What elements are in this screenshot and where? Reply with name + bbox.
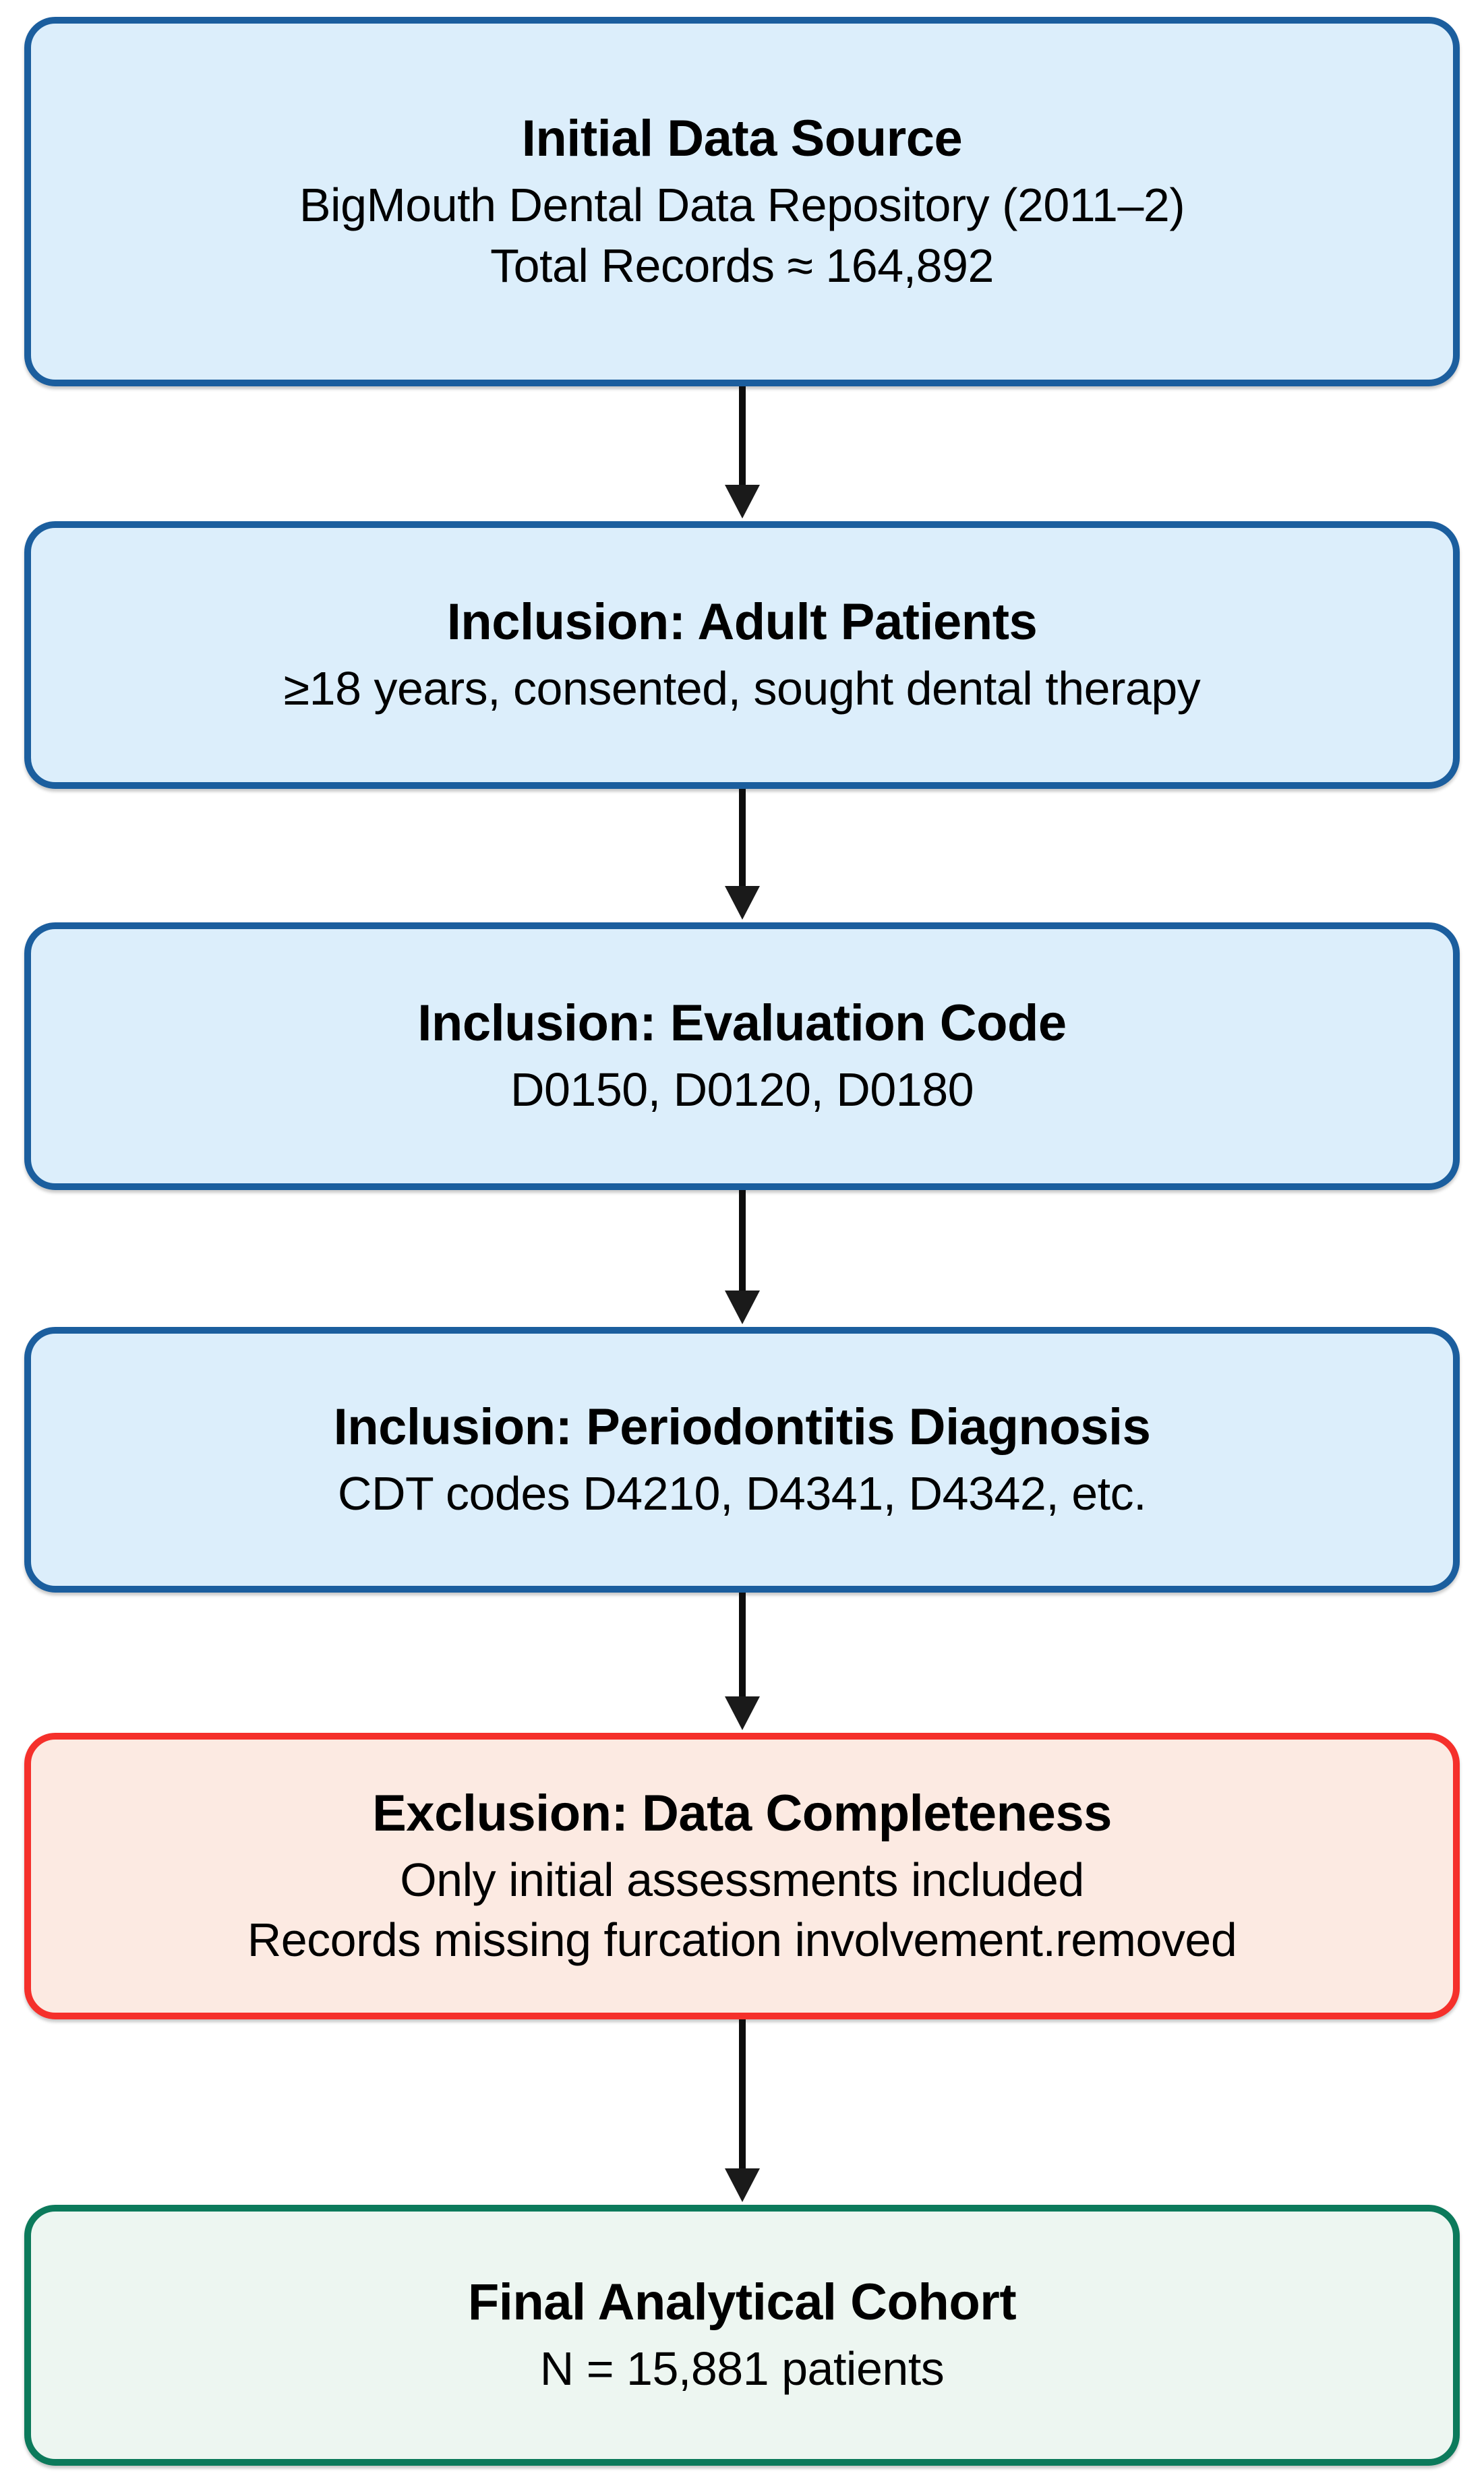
flow-node-inclusion-periodontitis-diagnosis: Inclusion: Periodontitis Diagnosis CDT c… (24, 1327, 1460, 1593)
node-title: Inclusion: Periodontitis Diagnosis (333, 1398, 1151, 1456)
arrow-down-icon (724, 386, 760, 518)
node-title: Initial Data Source (521, 110, 963, 168)
flow-node-inclusion-adult-patients: Inclusion: Adult Patients ≥18 years, con… (24, 521, 1460, 789)
arrow-down-icon (724, 789, 760, 920)
arrow-down-icon (724, 1593, 760, 1730)
node-detail-line: D0150, D0120, D0180 (510, 1063, 974, 1117)
node-detail-line: N = 15,881 patients (539, 2342, 945, 2396)
node-title: Exclusion: Data Completeness (372, 1784, 1112, 1842)
flow-node-final-analytical-cohort: Final Analytical Cohort N = 15,881 patie… (24, 2205, 1460, 2466)
node-detail-line: CDT codes D4210, D4341, D4342, etc. (337, 1466, 1147, 1520)
flow-connector-5 (24, 2019, 1460, 2205)
node-detail-line: BigMouth Dental Data Repository (2011–2) (299, 179, 1185, 232)
node-title: Inclusion: Adult Patients (446, 593, 1038, 651)
flow-node-inclusion-evaluation-code: Inclusion: Evaluation Code D0150, D0120,… (24, 922, 1460, 1190)
flow-connector-2 (24, 789, 1460, 922)
node-detail-line: Records missing furcation involvement.re… (247, 1914, 1237, 1967)
node-title: Inclusion: Evaluation Code (417, 995, 1067, 1053)
node-detail-line: Total Records ≈ 164,892 (490, 239, 994, 292)
arrow-down-icon (724, 2019, 760, 2202)
node-title: Final Analytical Cohort (467, 2274, 1017, 2332)
node-detail-line: ≥18 years, consented, sought dental ther… (283, 662, 1201, 715)
flow-node-exclusion-data-completeness: Exclusion: Data Completeness Only initia… (24, 1733, 1460, 2019)
node-detail-line: Only initial assessments included (400, 1853, 1084, 1906)
flow-node-initial-data-source: Initial Data Source BigMouth Dental Data… (24, 17, 1460, 386)
arrow-down-icon (724, 1190, 760, 1324)
flow-connector-3 (24, 1190, 1460, 1327)
flow-connector-1 (24, 386, 1460, 521)
flow-connector-4 (24, 1593, 1460, 1733)
